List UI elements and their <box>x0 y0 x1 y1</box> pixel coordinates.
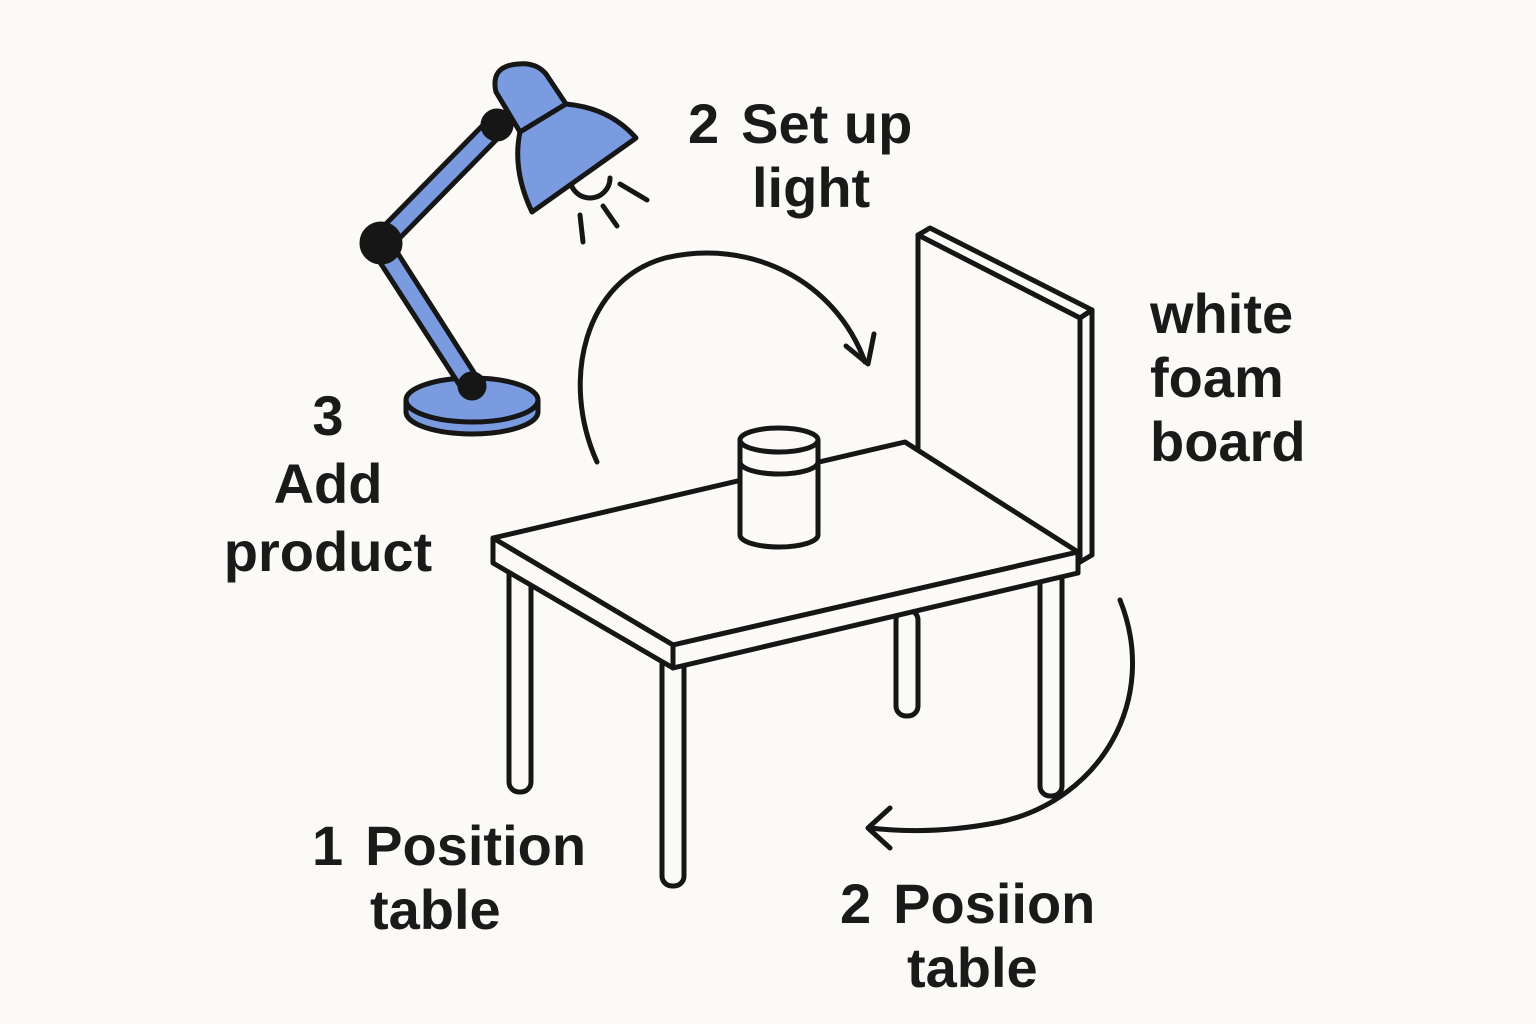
table-leg-front-right <box>1037 567 1065 799</box>
label-line: Set up <box>741 92 913 155</box>
label-position-table: 1 Position table <box>312 814 586 942</box>
label-position-table-2: 2 Posiion table <box>840 872 1095 1000</box>
curved-arrow-top <box>577 250 868 465</box>
table-leg-back-left <box>506 557 534 795</box>
label-line: white <box>1150 282 1294 345</box>
label-line: table <box>370 878 501 941</box>
lamp-joint-middle <box>359 221 403 265</box>
label-line: Posiion <box>893 872 1096 935</box>
step-number: 2 <box>840 872 872 935</box>
label-line: product <box>223 520 433 583</box>
step-number: 3 <box>312 384 344 447</box>
lamp-joint-top <box>480 108 514 142</box>
table-leg-front-left <box>659 647 687 889</box>
step-number: 2 <box>688 92 720 155</box>
label-line: foam <box>1150 346 1284 409</box>
table-edge-front <box>670 549 1081 671</box>
lamp-shade-cap <box>492 61 569 135</box>
label-foam-board: white foam board <box>1150 282 1306 474</box>
desk-lamp <box>359 61 650 437</box>
label-setup-light: 2 Set up light <box>688 92 912 220</box>
product-jar <box>737 425 821 550</box>
label-add-product: 3 Add product <box>188 382 468 586</box>
label-line: board <box>1150 410 1306 473</box>
light-ray <box>600 203 620 229</box>
light-ray <box>617 181 650 203</box>
arrowhead-bottom <box>865 805 893 851</box>
step-number: 1 <box>312 814 344 877</box>
curved-arrow-bottom <box>867 597 1136 833</box>
lamp-joint-base <box>457 371 487 401</box>
label-line: Position <box>365 814 587 877</box>
label-line: light <box>752 156 871 219</box>
label-line: table <box>907 936 1038 999</box>
table-leg-back-right <box>893 607 921 719</box>
lamp-shade <box>515 101 639 215</box>
arrowhead-top <box>843 331 877 367</box>
label-line: Add <box>273 452 383 515</box>
light-ray <box>577 212 586 245</box>
